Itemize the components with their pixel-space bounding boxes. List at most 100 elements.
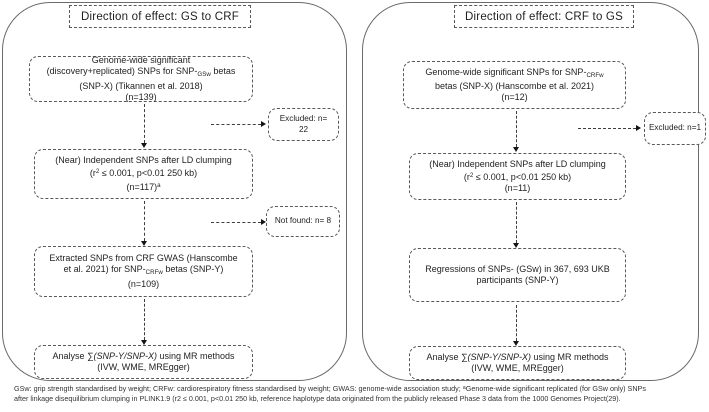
panel-crf-to-gs: Direction of effect: CRF to GS Genome-wi… xyxy=(362,2,706,381)
connector-arrow-down-2 xyxy=(513,202,519,248)
subscript-crfw: CRFw xyxy=(145,269,163,277)
text: Genome-wide significant SNPs for SNP- xyxy=(425,66,587,77)
connector-arrow-down-2 xyxy=(141,201,147,246)
text: betas xyxy=(210,66,236,77)
box-regressions-crf: Regressions of SNPs- (GSw) in 367, 693 U… xyxy=(409,248,626,302)
panel-title-gs-to-crf: Direction of effect: GS to CRF xyxy=(69,5,251,28)
box-analyse-crf: Analyse ∑(SNP-Y/SNP-X) using MR methods … xyxy=(409,346,626,380)
sample-size: (n=12) xyxy=(501,92,528,103)
box-gwas-snps-gs: Genome-wide significant (discovery+repli… xyxy=(29,55,253,102)
box-line: Not found: n= 8 xyxy=(275,216,331,227)
box-line: (IVW, WME, MREgger) xyxy=(97,362,190,373)
connector-arrow-down-1 xyxy=(141,104,147,148)
figure-footnote: GSw: grip strength standardised by weigh… xyxy=(14,384,708,403)
text: ≤ 0.001, p<0.01 250 kb) xyxy=(99,168,198,179)
excluded-count: 22 xyxy=(298,124,309,134)
text: Regressions of SNPs- (GSw) in 367, 693 U… xyxy=(425,263,610,274)
text: Analyse xyxy=(426,351,462,362)
arrowhead-icon xyxy=(261,121,266,128)
connector-arrow-right-1 xyxy=(211,121,266,128)
text: (IVW, WME, MREgger) xyxy=(471,363,564,373)
connector-arrow-right-2 xyxy=(211,219,266,226)
box-line: participants (SNP-Y) xyxy=(476,275,558,286)
text: et al. 2021) for SNP- xyxy=(63,264,146,275)
arrowhead-icon xyxy=(513,147,519,152)
box-line: (n=109) xyxy=(128,279,159,290)
arrowhead-icon xyxy=(636,125,641,132)
text: (IVW, WME, MREgger) xyxy=(97,362,190,372)
box-line: et al. 2021) for SNP-CRFw betas (SNP-Y) xyxy=(64,264,224,278)
superscript-2: 2 xyxy=(95,168,100,176)
text: (SNP-X) (Tikannen et al. 2018) xyxy=(79,80,203,91)
connector-arrow-down-3 xyxy=(141,299,147,345)
box-gwas-snps-crf: Genome-wide significant SNPs for SNP-CRF… xyxy=(403,61,626,109)
text: participants (SNP-Y) xyxy=(476,275,559,285)
arrowhead-icon xyxy=(513,341,519,346)
text: after linkage disequilibrium clumping in… xyxy=(14,393,621,403)
text: Excluded: n= xyxy=(279,114,328,123)
connector-arrow-right-1 xyxy=(578,125,641,132)
box-line: Genome-wide significant SNPs for SNP-CRF… xyxy=(425,67,603,81)
text: (r xyxy=(463,171,470,182)
box-line: Regressions of SNPs- (GSw) in 367, 693 U… xyxy=(425,264,610,275)
text: GSw: grip strength standardised by weigh… xyxy=(14,384,463,393)
box-line: (Near) Independent SNPs after LD clumpin… xyxy=(429,159,606,170)
superscript-a: a xyxy=(462,385,466,391)
sample-size: (n=109) xyxy=(127,278,160,289)
box-line: (r2 ≤ 0.001, p<0.01 250 kb) xyxy=(464,170,571,183)
panel-title-crf-to-gs: Direction of effect: CRF to GS xyxy=(454,5,634,28)
box-line: Excluded: n= xyxy=(280,114,328,125)
box-line: 22 xyxy=(299,125,308,136)
box-line: (discovery+replicated) SNPs for SNP-GSw … xyxy=(47,66,236,80)
box-ld-clumping-crf: (Near) Independent SNPs after LD clumpin… xyxy=(409,153,626,200)
text: Not found: n= 8 xyxy=(274,216,332,226)
arrowhead-icon xyxy=(141,143,147,148)
sample-size: (n=11) xyxy=(504,183,531,194)
box-line: Extracted SNPs from CRF GWAS (Hanscombe xyxy=(49,253,237,264)
footnote-line-2: after linkage disequilibrium clumping in… xyxy=(14,394,708,404)
box-excluded-crf: Excluded: n=1 xyxy=(644,112,706,145)
footnote-line-1: GSw: grip strength standardised by weigh… xyxy=(14,384,708,394)
text: Genome-wide significant xyxy=(91,55,191,65)
text: Extracted SNPs from CRF GWAS (Hanscombe xyxy=(49,253,238,264)
text: (r xyxy=(89,168,96,179)
box-excluded-gs: Excluded: n= 22 xyxy=(268,108,339,141)
box-extracted-snps-gs: Extracted SNPs from CRF GWAS (Hanscombe … xyxy=(34,246,253,297)
connector-arrow-down-3 xyxy=(513,305,519,346)
text: (Near) Independent SNPs after LD clumpin… xyxy=(55,155,232,166)
box-analyse-gs: Analyse ∑(SNP-Y/SNP-X) using MR methods … xyxy=(34,345,253,379)
box-not-found-gs: Not found: n= 8 xyxy=(266,206,340,237)
panel-gs-to-crf: Direction of effect: GS to CRF Genome-wi… xyxy=(2,2,347,381)
sample-size: (n=139) xyxy=(125,91,157,102)
text: (discovery+replicated) SNPs for SNP- xyxy=(46,66,198,77)
box-line: Genome-wide significant xyxy=(92,55,191,66)
text: betas (SNP-X) (Hanscombe et al. 2021) xyxy=(434,80,595,91)
box-line: (n=117)a xyxy=(126,180,160,193)
connector-arrow-down-1 xyxy=(513,111,519,152)
text: using MR methods xyxy=(530,351,609,362)
box-line: Excluded: n=1 xyxy=(649,123,701,134)
superscript-2: 2 xyxy=(469,171,474,179)
formula-text: ∑(SNP-Y/SNP-X) xyxy=(461,351,531,362)
text: Genome-wide significant replicated (for … xyxy=(465,384,646,393)
arrowhead-icon xyxy=(141,241,147,246)
box-line: Analyse ∑(SNP-Y/SNP-X) using MR methods xyxy=(53,351,235,362)
text: (Near) Independent SNPs after LD clumpin… xyxy=(429,158,606,169)
text: ≤ 0.001, p<0.01 250 kb) xyxy=(473,171,572,182)
box-line: Analyse ∑(SNP-Y/SNP-X) using MR methods xyxy=(427,352,609,363)
sample-size: (n=117) xyxy=(126,181,158,192)
box-line: (n=11) xyxy=(505,183,531,194)
subscript-gsw: GSw xyxy=(197,71,211,79)
text: Excluded: n=1 xyxy=(648,123,702,133)
box-line: (Near) Independent SNPs after LD clumpin… xyxy=(55,155,232,166)
arrowhead-icon xyxy=(141,340,147,345)
arrowhead-icon xyxy=(513,243,519,248)
panel-title-text: Direction of effect: CRF to GS xyxy=(465,10,623,23)
text: using MR methods xyxy=(156,350,235,361)
subscript-crfw: CRFw xyxy=(586,71,604,79)
superscript-a: a xyxy=(157,181,161,189)
panel-title-text: Direction of effect: GS to CRF xyxy=(81,10,239,23)
arrowhead-icon xyxy=(261,219,266,226)
box-ld-clumping-gs: (Near) Independent SNPs after LD clumpin… xyxy=(34,149,253,199)
